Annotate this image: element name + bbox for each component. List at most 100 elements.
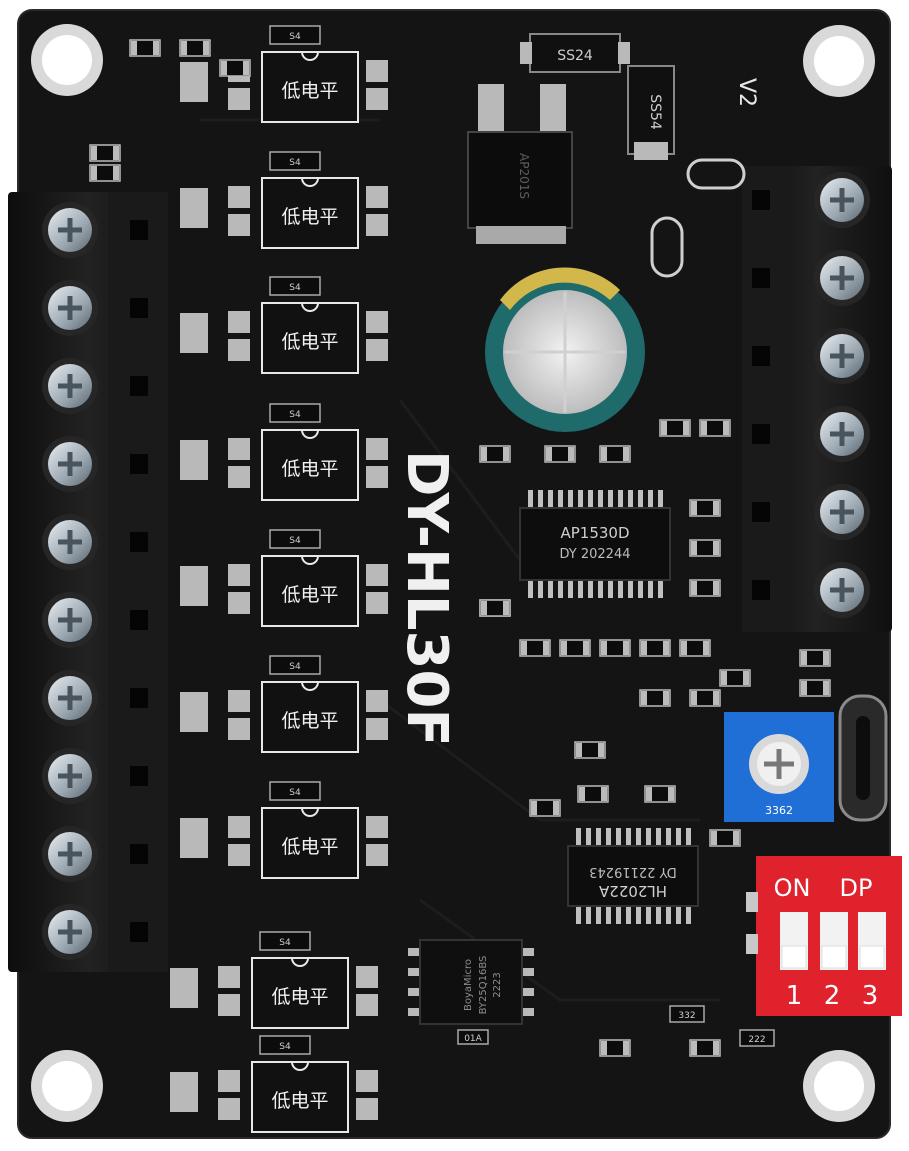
electrolytic-capacitor xyxy=(485,267,645,432)
svg-text:S4: S4 xyxy=(289,283,301,293)
terminal-screw-left-9[interactable] xyxy=(42,826,98,882)
svg-text:S4: S4 xyxy=(289,32,301,42)
diode-s4: S4 xyxy=(259,931,311,951)
mcu-chip: AP1530D DY 202244 xyxy=(519,490,671,598)
optocoupler-5: S4 低电平 xyxy=(180,529,388,627)
diode-s4: S4 xyxy=(269,276,321,296)
terminal-screw-right-2[interactable] xyxy=(814,250,870,306)
smd-resistor-332: 332 xyxy=(669,1005,705,1023)
svg-text:222: 222 xyxy=(748,1035,765,1045)
diode-s4: S4 xyxy=(269,655,321,675)
driver-marking-2: DY 22119243 xyxy=(589,864,677,879)
optocoupler-label: 低电平 xyxy=(281,331,338,353)
diode-s4: S4 xyxy=(269,781,321,801)
model-label: DY-HL30F xyxy=(394,450,459,747)
diode-s4: S4 xyxy=(269,25,321,45)
terminal-screw-left-8[interactable] xyxy=(42,748,98,804)
smd-resistor-01a: 01A xyxy=(457,1029,489,1045)
dip-switch-lever-1[interactable] xyxy=(780,912,808,970)
diode-s4: S4 xyxy=(269,403,321,423)
svg-text:01A: 01A xyxy=(464,1034,482,1044)
terminal-screw-left-5[interactable] xyxy=(42,514,98,570)
regulator-marking-1: AP201S xyxy=(517,153,531,199)
terminal-screw-right-5[interactable] xyxy=(814,484,870,540)
mounting-hole-top-right xyxy=(803,25,875,97)
mounting-hole-bottom-left xyxy=(31,1050,103,1122)
optocoupler-4: S4 低电平 xyxy=(180,403,388,501)
flash-marking-3: 2223 xyxy=(492,972,503,997)
dip-switch: ON DP 1 2 3 xyxy=(746,856,902,1016)
terminal-screw-right-1[interactable] xyxy=(814,172,870,228)
optocoupler-6: S4 低电平 xyxy=(180,655,388,753)
flash-chip: BoyaMicro BY25Q16BS 2223 xyxy=(408,939,534,1025)
usb-c-port xyxy=(838,694,888,822)
svg-text:332: 332 xyxy=(678,1011,695,1021)
optocoupler-label: 低电平 xyxy=(281,836,338,858)
diode-s4: S4 xyxy=(269,151,321,171)
optocoupler-column: S4 低电平 S4 低电平 S4 低电平 S4 低电平 S4 低电平 S4 低电平 S4 低电平 S4 低电平… xyxy=(170,25,388,1133)
dip-position-3: 3 xyxy=(862,981,879,1011)
svg-text:S4: S4 xyxy=(289,536,301,546)
optocoupler-7: S4 低电平 xyxy=(180,781,388,879)
mcu-marking-1: AP1530D xyxy=(560,524,629,542)
diode-s4: S4 xyxy=(269,529,321,549)
mcu-marking-2: DY 202244 xyxy=(560,547,631,562)
terminal-screw-left-4[interactable] xyxy=(42,436,98,492)
svg-text:S4: S4 xyxy=(289,662,301,672)
flash-marking-2: BY25Q16BS xyxy=(478,956,489,1015)
optocoupler-label: 低电平 xyxy=(281,584,338,606)
optocoupler-label: 低电平 xyxy=(281,710,338,732)
optocoupler-2: S4 低电平 xyxy=(180,151,388,249)
trimpot-label: 3362 xyxy=(765,804,793,817)
dip-switch-lever-2[interactable] xyxy=(820,912,848,970)
ss24-diode: SS24 xyxy=(520,33,630,73)
optocoupler-label: 低电平 xyxy=(271,1090,328,1112)
svg-text:S4: S4 xyxy=(279,938,291,948)
optocoupler-3: S4 低电平 xyxy=(180,276,388,374)
terminal-screw-left-10[interactable] xyxy=(42,904,98,960)
terminal-screw-left-7[interactable] xyxy=(42,670,98,726)
terminal-screw-left-2[interactable] xyxy=(42,280,98,336)
optocoupler-label: 低电平 xyxy=(271,986,328,1008)
dip-position-1: 1 xyxy=(786,981,803,1011)
ss54-diode: SS54 xyxy=(627,65,675,160)
mounting-hole-top-left xyxy=(31,24,103,96)
optocoupler-8: S4 低电平 xyxy=(170,931,378,1029)
right-terminal-block xyxy=(742,166,892,632)
driver-chip: DY 22119243 HL2022A xyxy=(567,828,699,924)
smd-resistor-222: 222 xyxy=(739,1029,775,1047)
dip-on-label: ON xyxy=(774,874,811,902)
version-label: V2 xyxy=(734,78,759,107)
smd-passives xyxy=(89,39,831,1057)
terminal-screw-left-3[interactable] xyxy=(42,358,98,414)
svg-text:S4: S4 xyxy=(289,788,301,798)
optocoupler-label: 低电平 xyxy=(281,206,338,228)
diode-s4: S4 xyxy=(259,1035,311,1055)
left-terminal-block xyxy=(8,192,168,972)
dip-position-2: 2 xyxy=(824,981,841,1011)
mounting-hole-bottom-right xyxy=(803,1050,875,1122)
optocoupler-label: 低电平 xyxy=(281,80,338,102)
dip-switch-lever-3[interactable] xyxy=(858,912,886,970)
svg-text:S4: S4 xyxy=(289,158,301,168)
optocoupler-1: S4 低电平 xyxy=(180,25,388,123)
voltage-regulator: AP201S xyxy=(467,84,573,244)
svg-text:S4: S4 xyxy=(289,410,301,420)
flash-marking-1: BoyaMicro xyxy=(463,959,474,1011)
svg-text:S4: S4 xyxy=(279,1042,291,1052)
dip-dp-label: DP xyxy=(840,874,873,902)
terminal-screw-left-1[interactable] xyxy=(42,202,98,258)
terminal-screw-right-4[interactable] xyxy=(814,406,870,462)
trimpot[interactable]: 3362 xyxy=(724,712,834,822)
jumper-pads xyxy=(650,158,746,278)
optocoupler-label: 低电平 xyxy=(281,458,338,480)
ss54-label: SS54 xyxy=(647,94,663,130)
ss24-label: SS24 xyxy=(557,48,593,64)
optocoupler-9: S4 低电平 xyxy=(170,1035,378,1133)
terminal-screw-right-3[interactable] xyxy=(814,328,870,384)
terminal-screw-left-6[interactable] xyxy=(42,592,98,648)
driver-marking-1: HL2022A xyxy=(598,882,667,900)
terminal-screw-right-6[interactable] xyxy=(814,562,870,618)
